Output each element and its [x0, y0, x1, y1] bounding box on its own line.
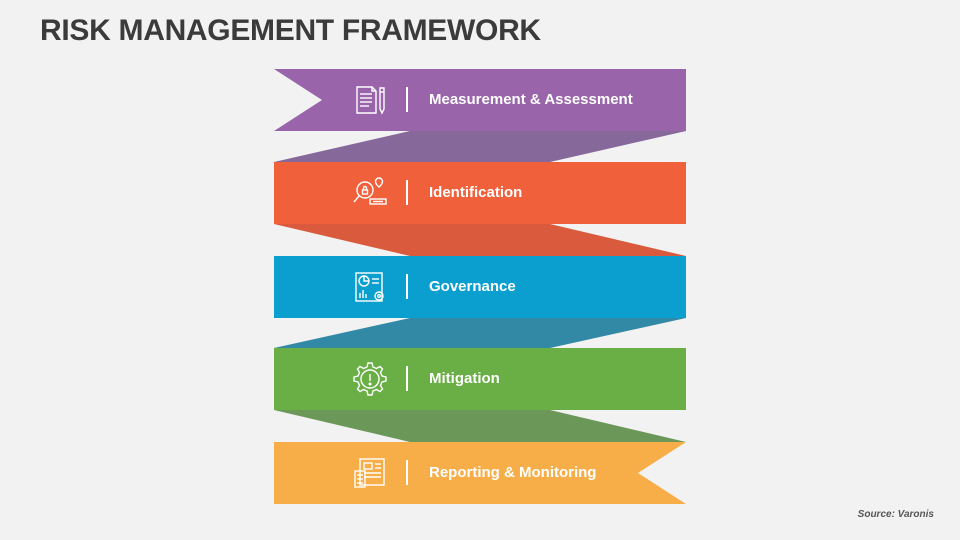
- step-mitigation: Mitigation: [274, 348, 686, 410]
- report-chart-gear-icon: [352, 269, 388, 305]
- document-pencil-icon: [352, 82, 388, 118]
- divider: [406, 87, 408, 112]
- source-note: Source: Varonis: [857, 509, 934, 520]
- divider: [406, 366, 408, 391]
- divider: [406, 274, 408, 299]
- magnifier-search-icon: [352, 175, 388, 211]
- step-measurement-assessment: Measurement & Assessment: [274, 69, 686, 131]
- step-label: Reporting & Monitoring: [429, 464, 597, 481]
- band-identification: [274, 162, 686, 224]
- band-governance: [274, 256, 686, 318]
- step-reporting-monitoring: Reporting & Monitoring: [274, 442, 686, 504]
- ribbon-fold: [274, 224, 686, 256]
- step-label: Measurement & Assessment: [429, 91, 633, 108]
- dashboard-report-icon: [352, 455, 388, 491]
- ribbon-fold: [274, 318, 686, 348]
- band-mitigation: [274, 348, 686, 410]
- step-label: Governance: [429, 278, 516, 295]
- step-label: Mitigation: [429, 370, 500, 387]
- divider: [406, 180, 408, 205]
- divider: [406, 460, 408, 485]
- band-measurement-assessment: [274, 69, 686, 131]
- step-label: Identification: [429, 184, 523, 201]
- ribbon-fold: [274, 131, 686, 162]
- step-identification: Identification: [274, 162, 686, 224]
- gear-warning-icon: [352, 361, 388, 397]
- band-reporting-monitoring: [274, 442, 686, 504]
- page-title: RISK MANAGEMENT FRAMEWORK: [40, 14, 541, 47]
- ribbon-fold: [274, 410, 686, 442]
- step-governance: Governance: [274, 256, 686, 318]
